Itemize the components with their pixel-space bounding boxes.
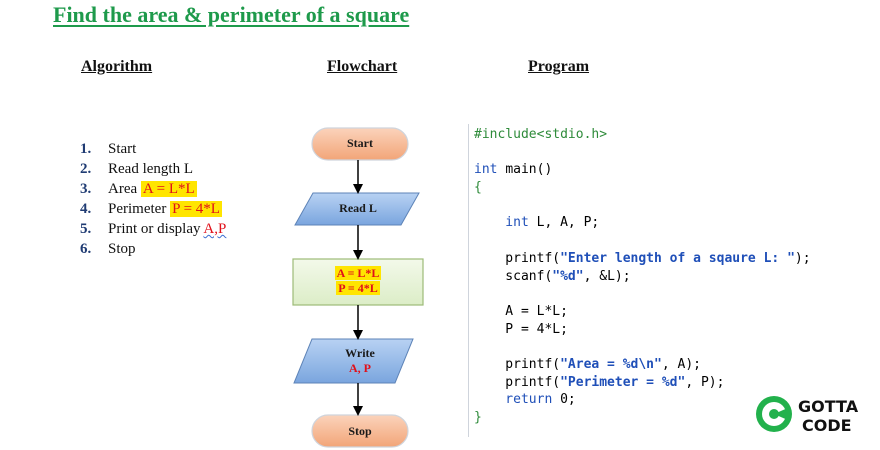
write-label: Write A, P	[345, 346, 375, 375]
code-token: #include<stdio.h>	[474, 127, 608, 142]
code-token: int	[474, 162, 506, 178]
code-line: printf("Perimeter = %d", P);	[474, 374, 811, 392]
code-token: P = 4*L;	[474, 321, 568, 337]
code-line: printf("Enter length of a sqaure L: ");	[474, 250, 811, 268]
page-title: Find the area & perimeter of a square	[53, 2, 410, 27]
code-line: A = L*L;	[474, 303, 811, 321]
algorithm-step: 3.Area A = L*L	[80, 181, 197, 197]
code-line: #include<stdio.h>	[474, 126, 811, 144]
code-token: A = L*L;	[474, 303, 568, 319]
code-token: return	[474, 392, 561, 408]
program-heading: Program	[528, 58, 590, 75]
algorithm-heading: Algorithm	[81, 58, 153, 75]
code-token: scanf(	[474, 268, 553, 284]
start-label: Start	[347, 136, 373, 150]
code-token: , &L);	[583, 268, 631, 284]
code-line: return 0;	[474, 391, 811, 409]
algorithm-steps: 1.Start 2.Read length L 3.Area A = L*L 4…	[80, 139, 226, 259]
code-divider	[468, 124, 469, 437]
code-token: printf(	[474, 356, 561, 372]
code-block: #include<stdio.h> int main(){ int L, A, …	[474, 126, 811, 427]
code-line: int main()	[474, 161, 811, 179]
code-line	[474, 197, 811, 215]
read-label: Read L	[339, 201, 377, 215]
read-input-shape	[294, 192, 420, 226]
code-token: L, A, P;	[536, 215, 600, 231]
logo-text-1: GOTTA	[798, 397, 859, 416]
code-token: );	[794, 250, 811, 266]
code-token: 0;	[560, 392, 576, 408]
algorithm-step: 2.Read length L	[80, 161, 193, 177]
output-values: A,P	[203, 221, 227, 237]
area-formula: A = L*L	[140, 181, 197, 197]
code-token: int	[474, 215, 537, 231]
stop-label: Stop	[348, 424, 372, 438]
code-line: scanf("%d", &L);	[474, 268, 811, 286]
code-line	[474, 144, 811, 162]
code-token: , P);	[685, 374, 725, 390]
write-output-shape	[293, 338, 414, 384]
code-line: {	[474, 179, 811, 197]
code-token: "Enter length of a sqaure L: "	[560, 250, 795, 266]
code-token: {	[474, 180, 482, 196]
code-token: printf(	[474, 250, 561, 266]
code-token: "%d"	[552, 268, 584, 284]
code-line	[474, 232, 811, 250]
start-terminal	[311, 127, 409, 161]
code-token: main()	[505, 162, 553, 178]
code-line: printf("Area = %d\n", A);	[474, 356, 811, 374]
logo-text-2: CODE	[802, 416, 852, 435]
code-line	[474, 338, 811, 356]
flowchart-heading: Flowchart	[327, 58, 398, 75]
code-line: P = 4*L;	[474, 321, 811, 339]
code-line	[474, 285, 811, 303]
code-token: printf(	[474, 374, 561, 390]
perimeter-formula: P = 4*L	[170, 201, 222, 217]
algorithm-step: 1.Start	[80, 141, 137, 157]
code-token: "Perimeter = %d"	[560, 374, 686, 390]
code-token: , A);	[661, 356, 701, 372]
code-token: "Area = %d\n"	[560, 356, 662, 372]
code-token: }	[474, 410, 482, 425]
algorithm-step: 4.Perimeter P = 4*L	[80, 201, 222, 217]
algorithm-step: 6.Stop	[80, 241, 136, 257]
process-label: A = L*L P = 4*L	[334, 266, 382, 295]
code-line: }	[474, 409, 811, 427]
algorithm-step: 5.Print or display A,P	[80, 221, 227, 237]
gotta-code-logo: GOTTA CODE	[756, 396, 859, 435]
code-line: int L, A, P;	[474, 214, 811, 232]
